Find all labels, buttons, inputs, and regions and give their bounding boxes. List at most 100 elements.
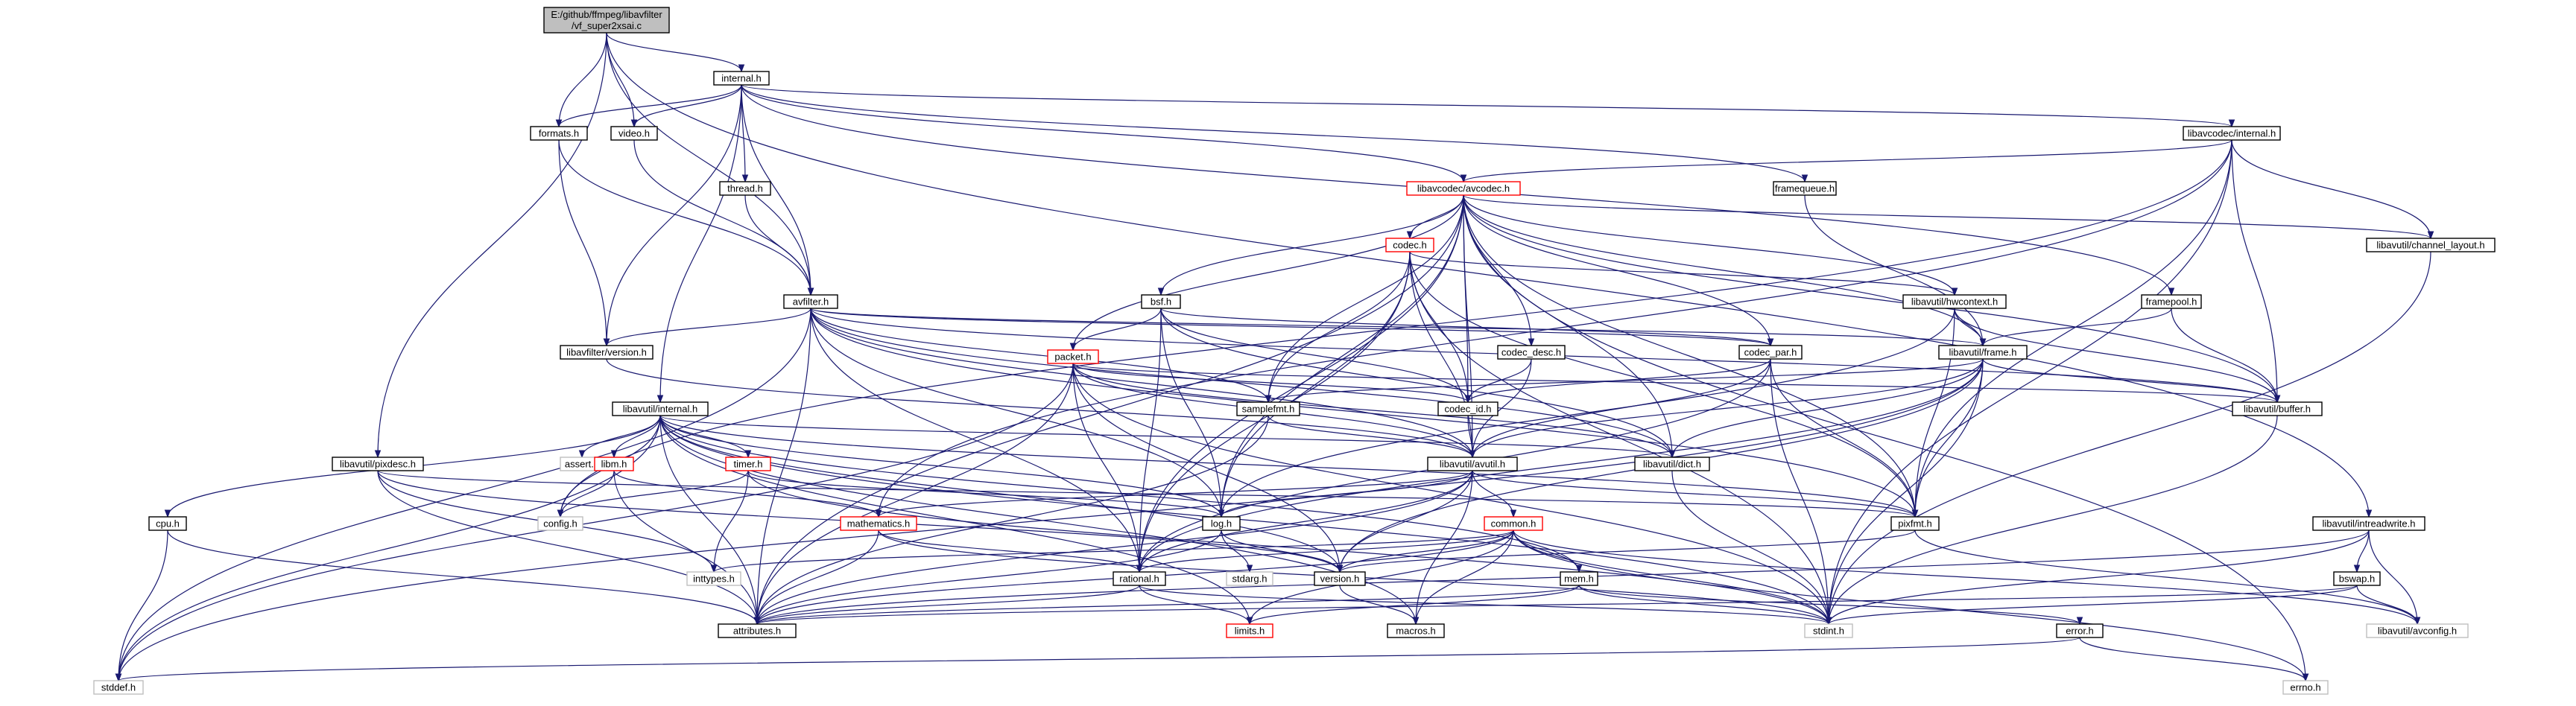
node-box xyxy=(1773,181,1837,196)
node-mem-h[interactable]: mem.h xyxy=(1560,571,1598,586)
node-rational-h[interactable]: rational.h xyxy=(1113,571,1166,586)
node-libavutil-avconfig-h[interactable]: libavutil/avconfig.h xyxy=(2366,623,2469,638)
node-libavutil-dict-h[interactable]: libavutil/dict.h xyxy=(1634,457,1710,471)
node-errno-h[interactable]: errno.h xyxy=(2282,680,2329,695)
node-thread-h[interactable]: thread.h xyxy=(719,181,771,196)
node-error-h[interactable]: error.h xyxy=(2056,623,2104,638)
edge-arrowhead xyxy=(603,338,610,347)
node-label: formats.h xyxy=(539,128,579,139)
node-box xyxy=(1560,571,1598,586)
node-label: libavutil/intreadwrite.h xyxy=(2322,518,2415,530)
node-codec-desc-h[interactable]: codec_desc.h xyxy=(1497,345,1566,360)
node-log-h[interactable]: log.h xyxy=(1202,516,1241,531)
node-assert-h[interactable]: assert.h xyxy=(560,457,604,471)
node-box xyxy=(1902,294,2007,309)
node-packet-h[interactable]: packet.h xyxy=(1047,349,1099,364)
node-formats-h[interactable]: formats.h xyxy=(530,126,588,141)
edge-framequeue_h-to-libavutil_frame_h xyxy=(1804,194,1987,347)
edge-codec_h-to-stdint_h xyxy=(1409,251,1832,626)
edge-line xyxy=(606,32,2370,518)
node-box xyxy=(1427,457,1518,471)
node-inttypes-h[interactable]: inttypes.h xyxy=(686,571,741,586)
edge-line xyxy=(756,363,1074,625)
edge-line xyxy=(1072,194,1464,351)
node-bswap-h[interactable]: bswap.h xyxy=(2333,571,2381,586)
node-video-h[interactable]: video.h xyxy=(610,126,658,141)
node-libavcodec-internal-h[interactable]: libavcodec/internal.h xyxy=(2183,126,2281,141)
node-pixfmt-h[interactable]: pixfmt.h xyxy=(1890,516,1940,531)
node-codec-id-h[interactable]: codec_id.h xyxy=(1437,401,1499,416)
edge-arrowhead xyxy=(555,119,563,128)
node-libavutil-buffer-h[interactable]: libavutil/buffer.h xyxy=(2232,401,2323,416)
edge-line xyxy=(756,308,811,625)
node-libavfilter-version-h[interactable]: libavfilter/version.h xyxy=(560,345,654,360)
node-box xyxy=(1634,457,1710,471)
edge-libavutil_internal_h-to-attributes_h xyxy=(659,415,761,626)
edge-line xyxy=(659,415,1829,625)
edge-rational_h-to-stdint_h xyxy=(1139,585,1832,626)
node-libavutil-frame-h[interactable]: libavutil/frame.h xyxy=(1938,345,2028,360)
edge-line xyxy=(1249,530,1514,625)
edge-line xyxy=(1139,194,1464,573)
node-mathematics-h[interactable]: mathematics.h xyxy=(840,516,917,531)
node-bsf-h[interactable]: bsf.h xyxy=(1141,294,1181,309)
node-label: internal.h xyxy=(721,73,761,84)
edge-internal_h-to-libavfilter_version_h xyxy=(603,84,742,347)
edge-libavutil_frame_h-to-stdint_h xyxy=(1825,358,1984,626)
node-macros-h[interactable]: macros.h xyxy=(1387,623,1445,638)
node-timer-h[interactable]: timer.h xyxy=(725,457,771,471)
edge-bswap_h-to-stdint_h xyxy=(1825,585,2358,626)
node-avfilter-h[interactable]: avfilter.h xyxy=(783,294,838,309)
edge-arrowhead xyxy=(2228,119,2235,128)
node-framequeue-h[interactable]: framequeue.h xyxy=(1773,181,1837,196)
node-libm-h[interactable]: libm.h xyxy=(594,457,634,471)
edge-line xyxy=(741,84,2232,127)
edge-libavutil_internal_h-to-assert_h xyxy=(578,415,661,459)
edge-line xyxy=(810,308,1984,346)
node-box xyxy=(1738,345,1803,360)
node-stdarg-h[interactable]: stdarg.h xyxy=(1226,571,1273,586)
node-libavutil-intreadwrite-h[interactable]: libavutil/intreadwrite.h xyxy=(2312,516,2425,531)
node-libavcodec-avcodec-h[interactable]: libavcodec/avcodec.h xyxy=(1406,181,1521,196)
edge-arrowhead xyxy=(115,673,122,682)
node-libavutil-pixdesc-h[interactable]: libavutil/pixdesc.h xyxy=(332,457,424,471)
edge-libavcodec_avcodec_h-to-libavutil_hwcontext_h xyxy=(1463,194,1958,296)
node-box xyxy=(2232,401,2323,416)
edge-line xyxy=(756,470,1473,625)
edge-libavutil_frame_h-to-samplefmt_h xyxy=(1265,358,1984,404)
node-codec-h[interactable]: codec.h xyxy=(1385,238,1434,252)
edge-libavutil_avutil_h-to-pixfmt_h xyxy=(1472,470,1919,518)
node-internal-h[interactable]: internal.h xyxy=(713,71,770,86)
node-codec-par-h[interactable]: codec_par.h xyxy=(1738,345,1803,360)
node-box xyxy=(1141,294,1181,309)
node-libavutil-channel-layout-h[interactable]: libavutil/channel_layout.h xyxy=(2366,238,2496,252)
node-common-h[interactable]: common.h xyxy=(1484,516,1543,531)
node-box xyxy=(2366,623,2469,638)
node-root[interactable]: E:/github/ffmpeg/libavfilter/vf_super2xs… xyxy=(543,7,670,34)
node-libavutil-internal-h[interactable]: libavutil/internal.h xyxy=(612,401,709,416)
node-samplefmt-h[interactable]: samplefmt.h xyxy=(1236,401,1300,416)
edge-line xyxy=(1409,251,1955,296)
node-stddef-h[interactable]: stddef.h xyxy=(93,680,144,695)
node-stdint-h[interactable]: stdint.h xyxy=(1804,623,1853,638)
edge-arrowhead xyxy=(2076,617,2083,626)
edge-line xyxy=(1139,585,1250,625)
edge-line xyxy=(118,363,1074,681)
node-box xyxy=(1226,623,1273,638)
node-libavutil-avutil-h[interactable]: libavutil/avutil.h xyxy=(1427,457,1518,471)
edge-libavcodec_avcodec_h-to-libavutil_frame_h xyxy=(1463,194,1987,347)
node-libavutil-hwcontext-h[interactable]: libavutil/hwcontext.h xyxy=(1902,294,2007,309)
node-cpu-h[interactable]: cpu.h xyxy=(148,516,187,531)
node-config-h[interactable]: config.h xyxy=(537,516,583,531)
edge-line xyxy=(756,530,1222,625)
edge-line xyxy=(558,139,811,296)
edge-line xyxy=(1463,194,1673,458)
node-box xyxy=(2056,623,2104,638)
node-limits-h[interactable]: limits.h xyxy=(1226,623,1273,638)
edge-line xyxy=(1578,585,2080,625)
edge-arrowhead xyxy=(1157,287,1165,296)
node-version-h[interactable]: version.h xyxy=(1314,571,1366,586)
node-attributes-h[interactable]: attributes.h xyxy=(718,623,797,638)
node-framepool-h[interactable]: framepool.h xyxy=(2141,294,2202,309)
edge-packet_h-to-stddef_h xyxy=(115,363,1074,682)
